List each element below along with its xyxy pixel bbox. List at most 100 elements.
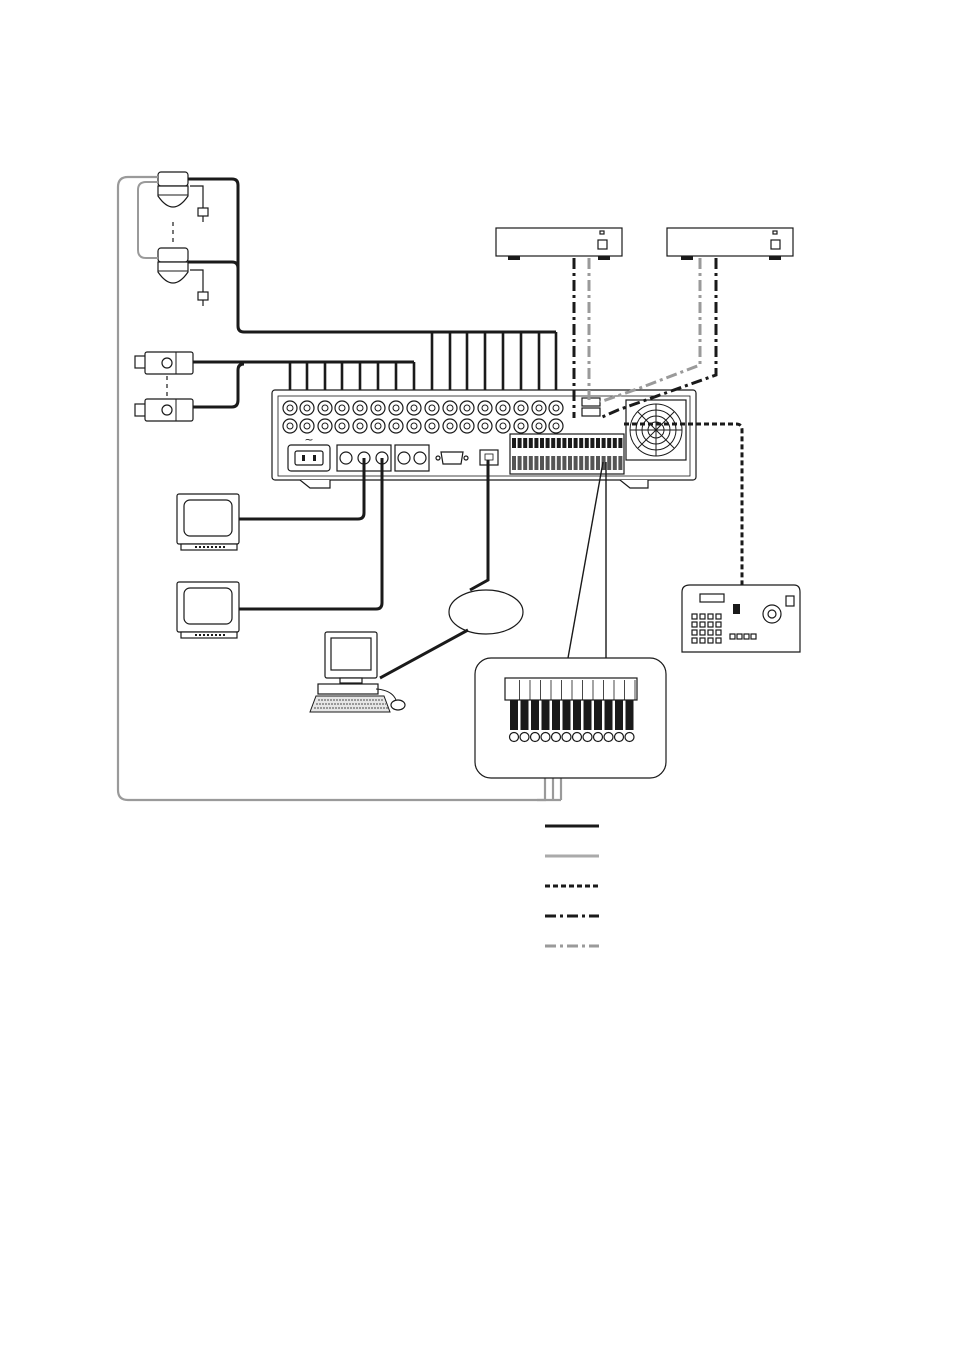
bnc-connector (460, 401, 474, 415)
callout-terminal (594, 700, 602, 730)
terminal-pin (574, 456, 578, 470)
controller-key (730, 634, 735, 639)
terminal-pin (613, 456, 617, 470)
bnc-connector (443, 419, 457, 433)
controller-key (692, 622, 697, 627)
terminal-pin (540, 438, 544, 448)
terminal-pin (557, 456, 561, 470)
controller-key (716, 614, 721, 619)
monitor-1 (177, 494, 239, 550)
terminal-pin (585, 456, 589, 470)
terminal-pin (568, 456, 572, 470)
bnc-connector (407, 401, 421, 415)
terminal-pin (529, 438, 533, 448)
controller-key (700, 622, 705, 627)
terminal-pin (607, 456, 611, 470)
controller-key (692, 614, 697, 619)
terminal-pin (590, 438, 594, 448)
dome-camera-2 (158, 248, 188, 283)
terminal-pin (518, 438, 522, 448)
bnc-connector (496, 419, 510, 433)
terminal-pin (551, 438, 555, 448)
terminal-pin (518, 456, 522, 470)
bnc-connector (283, 401, 297, 415)
terminal-pin (568, 438, 572, 448)
bnc-connector (443, 401, 457, 415)
callout-terminal (605, 700, 613, 730)
terminal-pin (618, 438, 622, 448)
callout-screw (541, 733, 550, 742)
box-camera-1 (135, 352, 193, 374)
bnc-connector (283, 419, 297, 433)
bnc-connector (514, 419, 528, 433)
dome-camera-1 (158, 172, 188, 207)
bnc-connector (407, 419, 421, 433)
bnc-connector (300, 419, 314, 433)
callout-terminal (584, 700, 592, 730)
power-plug-icon (190, 270, 208, 306)
legend (545, 826, 599, 946)
callout-screw (604, 733, 613, 742)
terminal-pin (618, 456, 622, 470)
terminal-pin (596, 456, 600, 470)
terminal-pin (557, 438, 561, 448)
terminal-pin (534, 456, 538, 470)
callout-terminal (510, 700, 518, 730)
terminal-pin (607, 438, 611, 448)
terminal-pin (523, 456, 527, 470)
controller-key (700, 638, 705, 643)
terminal-pin (529, 456, 533, 470)
bnc-connector (335, 419, 349, 433)
callout-screw (562, 733, 571, 742)
callout-terminal (573, 700, 581, 730)
controller-key (751, 634, 756, 639)
bnc-connector (353, 401, 367, 415)
callout-screw (531, 733, 540, 742)
controller-key (737, 634, 742, 639)
fan-icon (626, 400, 686, 460)
bnc-connector (353, 419, 367, 433)
bnc-connector (514, 401, 528, 415)
bnc-connector (532, 419, 546, 433)
bnc-connector (318, 419, 332, 433)
callout-terminal (542, 700, 550, 730)
callout-terminal (615, 700, 623, 730)
controller-key (692, 638, 697, 643)
callout-screw (520, 733, 529, 742)
bnc-connector (335, 401, 349, 415)
controller-key (700, 630, 705, 635)
box-camera-2 (135, 399, 193, 421)
callout-screw (615, 733, 624, 742)
controller-key (716, 638, 721, 643)
terminal-pin (534, 438, 538, 448)
bnc-connector (478, 419, 492, 433)
callout-screw (552, 733, 561, 742)
power-symbol: ~ (304, 433, 313, 446)
terminal-pin (562, 438, 566, 448)
terminal-pin (512, 456, 516, 470)
terminal-pin (579, 438, 583, 448)
bnc-connector (389, 401, 403, 415)
bnc-connector (532, 401, 546, 415)
terminal-pin (512, 438, 516, 448)
bnc-connector (371, 419, 385, 433)
controller-key (700, 614, 705, 619)
bnc-connector (460, 419, 474, 433)
terminal-pin (551, 456, 555, 470)
controller-key (716, 630, 721, 635)
controller-key (708, 622, 713, 627)
callout-terminal (563, 700, 571, 730)
terminal-pin (602, 438, 606, 448)
callout-screw (594, 733, 603, 742)
monitor-2 (177, 582, 239, 638)
callout-screw (583, 733, 592, 742)
terminal-pin (579, 456, 583, 470)
bnc-connector (300, 401, 314, 415)
keyboard-controller-icon (682, 585, 800, 652)
callout-terminal (552, 700, 560, 730)
bnc-connector (318, 401, 332, 415)
callout-terminal (521, 700, 529, 730)
bnc-connector (549, 401, 563, 415)
bnc-connector (425, 419, 439, 433)
